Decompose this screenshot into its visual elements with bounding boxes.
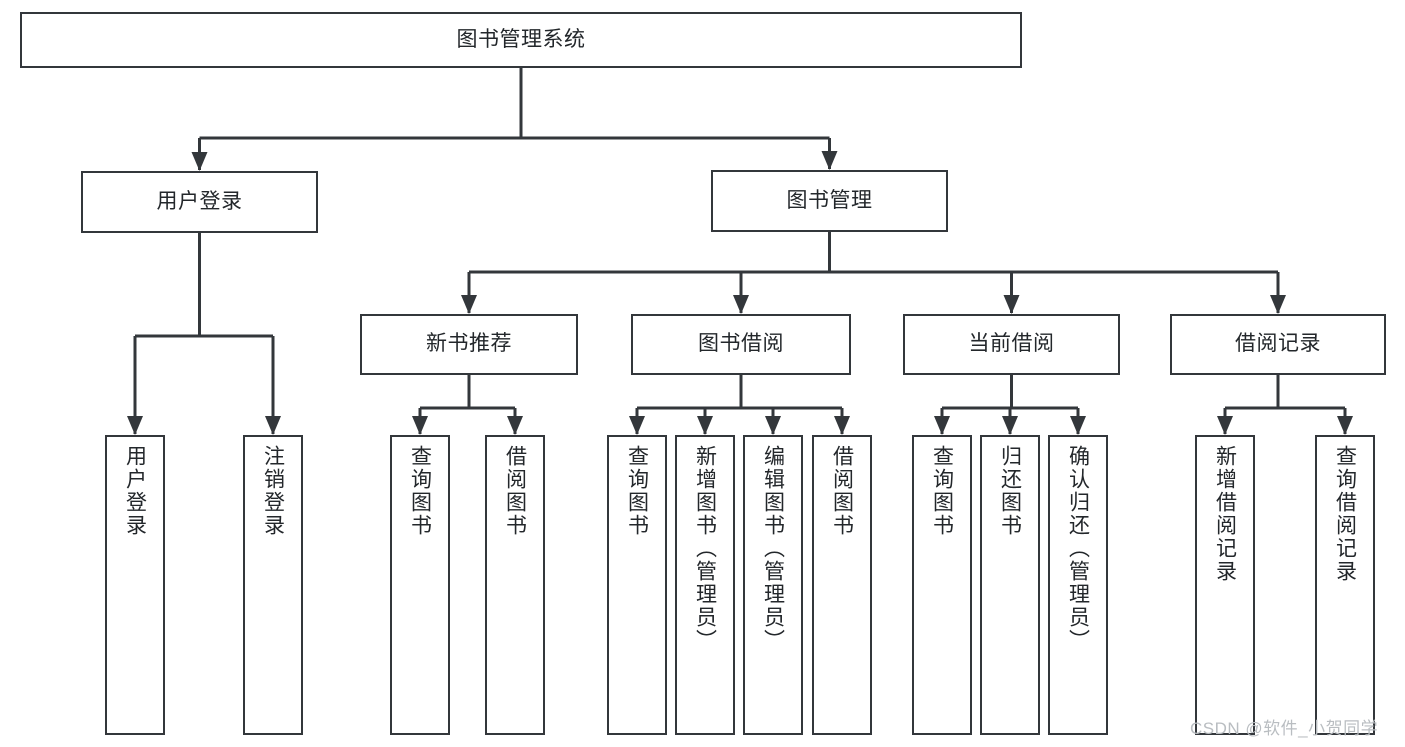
node-user-login[interactable]: 用户登录 [81,171,318,233]
node-label: 新增借阅记录 [1213,445,1237,583]
node-label: 借阅记录 [1235,332,1321,356]
node-label: 图书管理 [786,188,873,212]
edge-arrowhead [697,416,713,435]
edge-arrowhead [1270,295,1286,314]
node-label: 查询图书 [625,445,649,537]
edge-arrowhead [1070,416,1086,435]
node-leaf-borrow-book-1[interactable]: 借阅图书 [485,435,545,735]
node-label: 当前借阅 [968,332,1055,356]
node-leaf-user-login[interactable]: 用户登录 [105,435,165,735]
edge-arrowhead [821,151,838,170]
edge-arrowhead [191,152,208,171]
node-label: 编辑图书（管理员） [761,445,785,652]
edge-arrowhead [629,416,645,435]
node-leaf-add-book[interactable]: 新增图书（管理员） [675,435,735,735]
node-label: 新书推荐 [426,332,512,356]
node-label: 注销登录 [261,445,285,537]
node-leaf-query-book-3[interactable]: 查询图书 [912,435,972,735]
node-leaf-query-book-1[interactable]: 查询图书 [390,435,450,735]
node-leaf-add-record[interactable]: 新增借阅记录 [1195,435,1255,735]
node-leaf-borrow-book-2[interactable]: 借阅图书 [812,435,872,735]
node-label: 确认归还（管理员） [1066,445,1090,652]
node-root[interactable]: 图书管理系统 [20,12,1022,68]
edge-arrowhead [1217,416,1233,435]
node-label: 借阅图书 [830,445,854,537]
node-current-borrow[interactable]: 当前借阅 [903,314,1120,375]
node-label: 查询图书 [408,445,432,537]
node-book-manage[interactable]: 图书管理 [711,170,948,232]
node-leaf-query-book-2[interactable]: 查询图书 [607,435,667,735]
node-new-book-rec[interactable]: 新书推荐 [360,314,578,375]
node-leaf-confirm-return[interactable]: 确认归还（管理员） [1048,435,1108,735]
node-label: 图书借阅 [698,332,784,356]
edge-arrowhead [765,416,781,435]
node-leaf-query-record[interactable]: 查询借阅记录 [1315,435,1375,735]
edge-arrowhead [733,295,749,314]
edge-arrowhead [834,416,850,435]
node-borrow-record[interactable]: 借阅记录 [1170,314,1386,375]
node-label: 图书管理系统 [456,27,586,51]
edge-arrowhead [461,295,477,314]
edge-arrowhead [934,416,950,435]
edge-arrowhead [412,416,428,435]
node-label: 新增图书（管理员） [693,445,717,652]
node-label: 用户登录 [123,445,147,537]
edge-arrowhead [1337,416,1353,435]
edge-arrowhead [1003,295,1020,314]
edge-arrowhead [265,416,281,435]
node-book-borrow[interactable]: 图书借阅 [631,314,851,375]
node-label: 用户登录 [156,189,243,213]
edge-arrowhead [127,416,143,435]
node-label: 借阅图书 [503,445,527,537]
node-leaf-edit-book[interactable]: 编辑图书（管理员） [743,435,803,735]
node-label: 查询借阅记录 [1333,445,1357,583]
edge-arrowhead [507,416,523,435]
node-label: 查询图书 [930,445,954,537]
node-leaf-user-logout[interactable]: 注销登录 [243,435,303,735]
edge-arrowhead [1002,416,1018,435]
node-leaf-return-book[interactable]: 归还图书 [980,435,1040,735]
node-label: 归还图书 [998,445,1022,537]
